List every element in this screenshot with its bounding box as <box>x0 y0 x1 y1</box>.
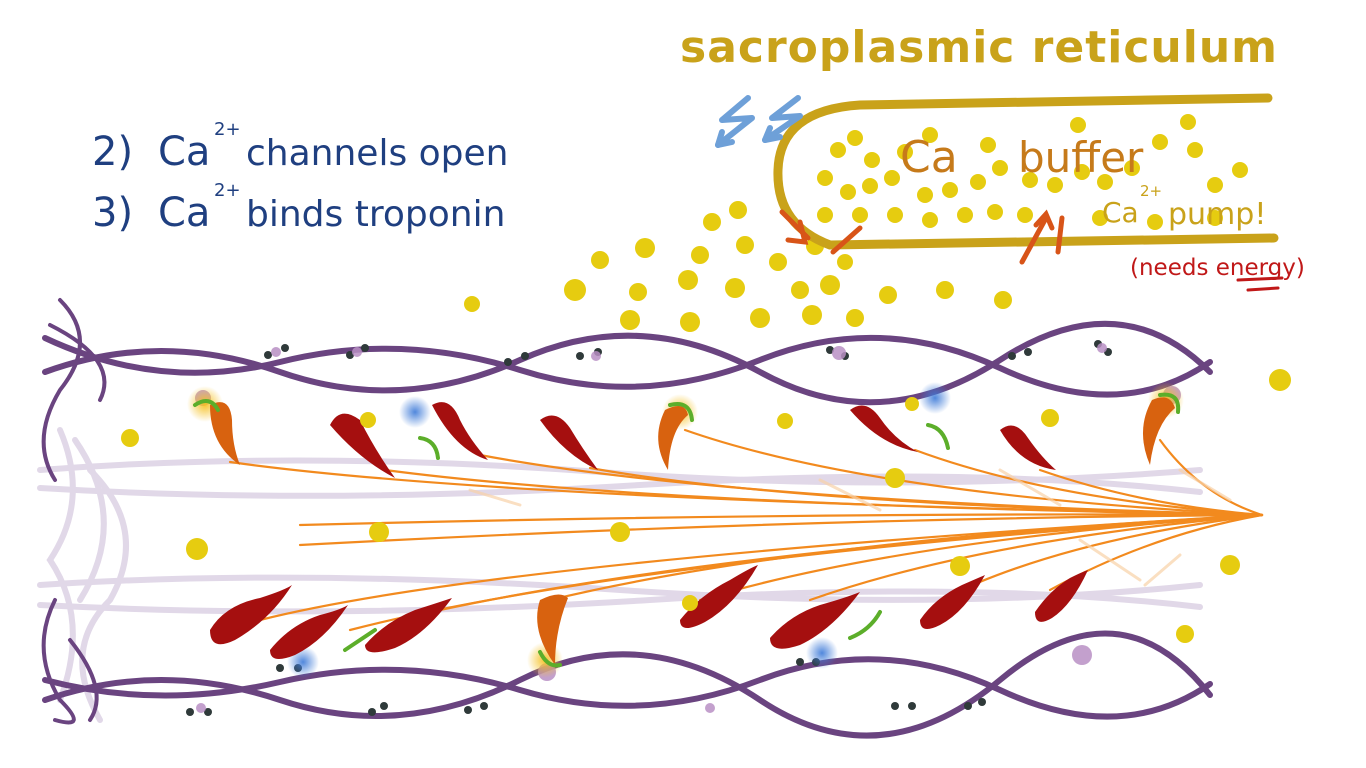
myosin-background-filaments <box>468 468 1232 587</box>
ca-pump-label: Ca 2+ pump! <box>1102 182 1266 232</box>
pump-ion: Ca <box>1102 196 1139 229</box>
myosin-heads-unbound <box>210 402 1088 659</box>
step-3-ion: Ca <box>158 190 210 236</box>
step-2-number: 2) <box>92 129 133 175</box>
calcium-ions <box>121 114 1291 643</box>
pump-charge: 2+ <box>1140 182 1162 200</box>
pump-word: pump! <box>1168 197 1266 232</box>
actin-filament-top <box>41 298 1213 482</box>
energy-word: energy <box>1216 255 1296 281</box>
diagram-title: sacroplasmic reticulum <box>680 22 1278 73</box>
sarcoplasmic-reticulum-membrane <box>773 93 1279 250</box>
buffer-word: buffer <box>1018 133 1144 182</box>
step-2-ion: Ca <box>158 129 210 175</box>
calcium-release-arrows <box>779 209 1065 265</box>
step-3-label: 3) Ca 2+ binds troponin <box>92 180 505 236</box>
ca-buffer-label: Ca buffer <box>900 132 1144 183</box>
buffer-ion: Ca <box>900 132 958 183</box>
actin-filament-bottom <box>41 598 1213 739</box>
myosin-heads-bound <box>210 397 1175 665</box>
energy-underline <box>1236 276 1284 292</box>
step-2-text: channels open <box>246 133 509 174</box>
step-3-charge: 2+ <box>214 180 241 201</box>
energy-close: ) <box>1296 255 1305 281</box>
step-3-number: 3) <box>92 190 133 236</box>
step-2-label: 2) Ca 2+ channels open <box>92 119 509 175</box>
pale-filament-mesh <box>37 427 1203 723</box>
step-3-text: binds troponin <box>246 194 505 235</box>
needs-energy-label: (needs energy) <box>1130 255 1305 281</box>
step-2-charge: 2+ <box>214 119 241 140</box>
tropomyosin-segments <box>193 392 1181 668</box>
energy-open: (needs <box>1130 255 1216 281</box>
channel-signal-arrows <box>715 95 803 148</box>
